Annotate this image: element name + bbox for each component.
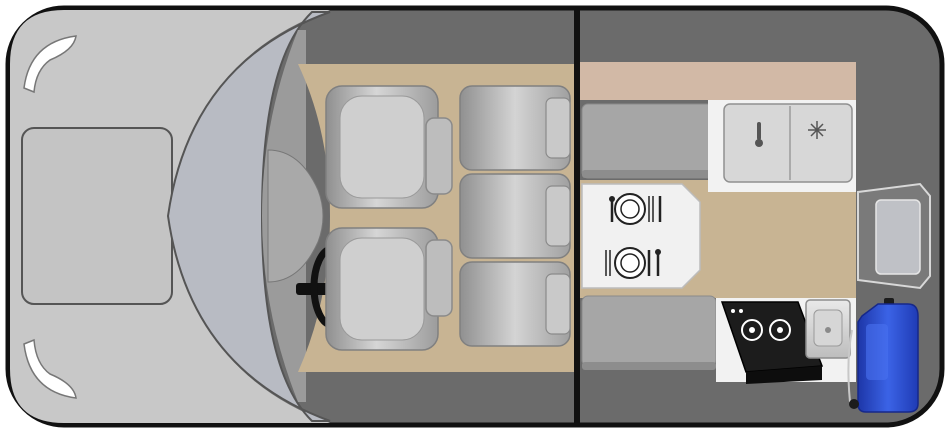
hood-panel bbox=[21, 127, 173, 305]
front-seat-1 bbox=[325, 85, 453, 209]
lower-bench-top bbox=[581, 295, 717, 367]
left-headlight bbox=[23, 35, 77, 94]
stove bbox=[720, 301, 824, 384]
top-counter bbox=[580, 62, 856, 100]
rear-bench-seat-2 bbox=[459, 173, 571, 259]
burner-2 bbox=[769, 319, 791, 341]
snowflake-icon bbox=[808, 121, 826, 139]
water-tank bbox=[847, 298, 919, 413]
right-headlight bbox=[23, 338, 77, 399]
sink bbox=[805, 299, 851, 359]
cab-divider-wall bbox=[574, 10, 580, 423]
side-bench-top-edge bbox=[582, 170, 718, 178]
thermometer-icon bbox=[755, 122, 763, 147]
burner-1 bbox=[741, 319, 763, 341]
side-bench-top bbox=[581, 103, 719, 179]
rear-bench-seat-3 bbox=[459, 261, 571, 347]
windshield bbox=[166, 11, 331, 422]
fridge-unit bbox=[708, 100, 856, 192]
place-setting-2 bbox=[605, 247, 661, 279]
place-setting-1 bbox=[609, 193, 662, 225]
rear-bench-seat-1 bbox=[459, 85, 571, 171]
dining-table bbox=[581, 183, 701, 289]
dashboard-console bbox=[267, 149, 324, 283]
rear-door bbox=[857, 182, 931, 290]
lower-bench-edge bbox=[582, 362, 716, 370]
rear-window bbox=[875, 199, 921, 275]
front-seat-2 bbox=[325, 227, 453, 351]
